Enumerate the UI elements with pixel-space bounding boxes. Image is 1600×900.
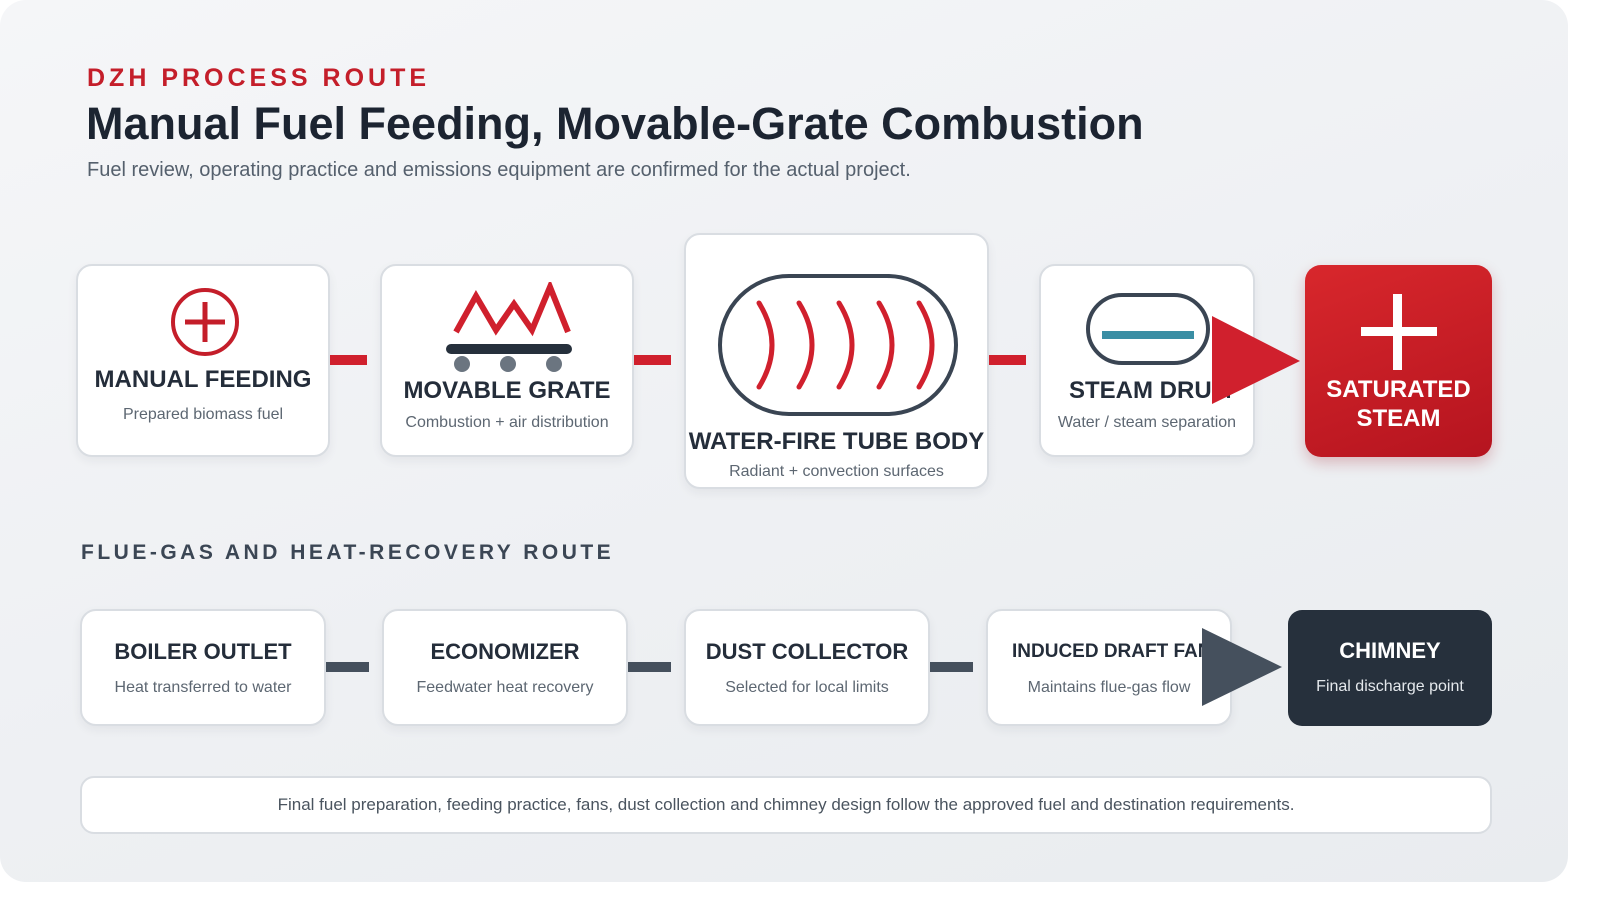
step-steam-drum: STEAM DRUM Water / steam separation [1039, 264, 1255, 457]
section-heading: FLUE-GAS AND HEAT-RECOVERY ROUTE [81, 541, 615, 564]
connector [330, 355, 367, 365]
step-sublabel: Prepared biomass fuel [122, 406, 284, 423]
connector [326, 662, 369, 672]
footer-note: Final fuel preparation, feeding practice… [80, 776, 1492, 834]
step-movable-grate: MOVABLE GRATE Combustion + air distribut… [380, 264, 634, 457]
step-sublabel: Water / steam separation [1057, 414, 1237, 431]
step-sublabel: Heat transferred to water [114, 679, 292, 696]
step-label: BOILER OUTLET [114, 639, 292, 664]
output-chimney: CHIMNEY Final discharge point [1288, 610, 1492, 726]
output-label-line1: SATURATED [1326, 376, 1471, 403]
output-label: CHIMNEY [1339, 638, 1441, 663]
step-label: MANUAL FEEDING [94, 366, 312, 393]
step-label: WATER-FIRE TUBE BODY [688, 428, 985, 455]
plus-icon [1361, 294, 1437, 370]
connector [634, 355, 671, 365]
step-induced-draft-fan: INDUCED DRAFT FAN Maintains flue-gas flo… [986, 609, 1232, 726]
arrow-to-steam-icon [1212, 316, 1300, 404]
drum-icon [1086, 293, 1210, 365]
step-label: MOVABLE GRATE [403, 377, 611, 404]
step-sublabel: Selected for local limits [725, 679, 889, 696]
output-label-line2: STEAM [1356, 405, 1441, 432]
step-dust-collector: DUST COLLECTOR Selected for local limits [684, 609, 930, 726]
heat-waves-icon [718, 274, 958, 416]
diagram-canvas: DZH PROCESS ROUTE Manual Fuel Feeding, M… [0, 0, 1568, 882]
step-label: INDUCED DRAFT FAN [1012, 641, 1212, 662]
page-title: Manual Fuel Feeding, Movable-Grate Combu… [86, 98, 1144, 149]
arrow-to-chimney-icon [1202, 628, 1282, 706]
step-water-fire-tube-body: WATER-FIRE TUBE BODY Radiant + convectio… [684, 233, 989, 489]
step-label: STEAM DRUM [1069, 377, 1232, 404]
connector [628, 662, 671, 672]
step-sublabel: Feedwater heat recovery [416, 679, 594, 696]
connector [989, 355, 1026, 365]
step-sublabel: Combustion + air distribution [405, 414, 609, 431]
step-label: DUST COLLECTOR [705, 639, 909, 664]
connector [930, 662, 973, 672]
step-sublabel: Radiant + convection surfaces [729, 463, 944, 480]
grate-flame-icon [446, 282, 572, 372]
plus-circle-icon [171, 288, 239, 356]
step-manual-feeding: MANUAL FEEDING Prepared biomass fuel [76, 264, 330, 457]
step-boiler-outlet: BOILER OUTLET Heat transferred to water [80, 609, 326, 726]
step-sublabel: Maintains flue-gas flow [1027, 679, 1191, 696]
step-economizer: ECONOMIZER Feedwater heat recovery [382, 609, 628, 726]
output-saturated-steam: SATURATED STEAM [1305, 265, 1492, 457]
eyebrow-label: DZH PROCESS ROUTE [87, 64, 431, 92]
step-label: ECONOMIZER [430, 639, 580, 664]
output-sublabel: Final discharge point [1316, 678, 1464, 695]
page-subtitle: Fuel review, operating practice and emis… [87, 159, 911, 181]
